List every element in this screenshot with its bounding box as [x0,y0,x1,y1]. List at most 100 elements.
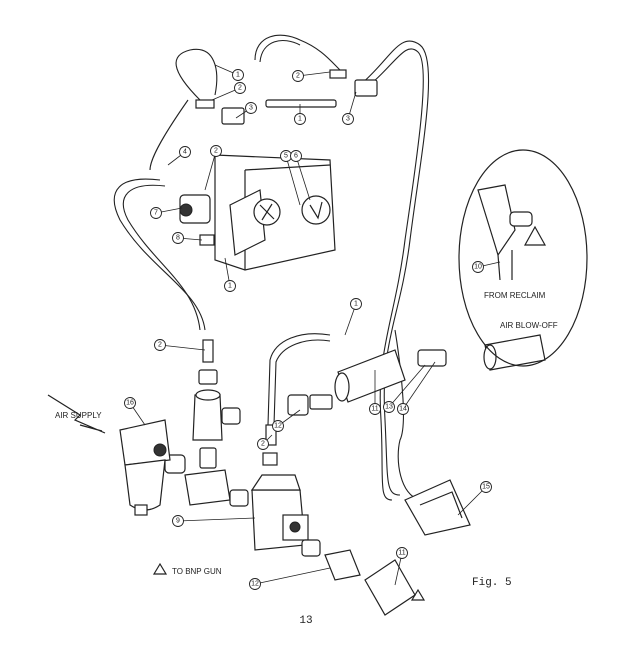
callout-circle [245,102,257,114]
callout-circle [232,69,244,81]
callout-number: 3 [249,105,253,112]
callout-circle [210,145,222,157]
callout-number: 14 [399,406,407,413]
from-reclaim-label: FROM RECLAIM [484,291,546,300]
callout-8: 8 [172,232,203,244]
figure-caption: Fig. 5 [472,577,512,589]
leader-line [402,361,436,410]
callout-number: 8 [176,235,180,242]
callout-circle [290,150,302,162]
callout-circle [257,438,269,450]
callout-circle [234,82,246,94]
callout-number: 11 [398,550,405,557]
callout-1: 1 [294,104,306,125]
callout-number: 1 [236,72,240,79]
callout-circle [224,280,236,292]
air-supply-label: AIR SUPPLY [55,411,102,420]
callout-13: 13 [383,364,426,413]
callout-number: 7 [154,210,158,217]
callout-circle [150,207,162,219]
callout-number: 1 [228,283,232,290]
callout-circle [342,113,354,125]
callout-number: 3 [346,116,350,123]
manifold-block [179,69,378,271]
callout-number: 11 [371,406,378,413]
callout-7: 7 [150,207,183,219]
leader-line [295,155,311,201]
callout-circle [369,403,381,415]
callout-circle [480,481,492,493]
callout-circle [383,401,395,413]
callout-circle [154,339,166,351]
callout-circle [272,420,284,432]
callout-circle [292,70,304,82]
air-blow-off-label: AIR BLOW-OFF [500,321,558,330]
callout-number: 13 [385,404,393,411]
callout-number: 2 [238,85,242,92]
callout-number: 4 [183,149,187,156]
lower-assembly [119,334,546,616]
callout-number: 9 [176,518,180,525]
callout-number: 12 [251,581,259,588]
callout-circle [397,403,409,415]
leader-line [254,567,331,585]
callout-16: 16 [124,397,146,426]
leader-line [159,344,206,351]
callout-4: 4 [167,146,191,166]
callout-number: 1 [298,116,302,123]
callout-6: 6 [290,150,311,201]
callout-number: 12 [274,423,282,430]
callout-3: 3 [235,102,257,119]
callout-circle [294,113,306,125]
callout-14: 14 [397,361,436,415]
callout-3: 3 [342,91,357,125]
callout-number: 15 [482,484,490,491]
callout-12: 12 [272,409,301,432]
callout-11: 11 [369,370,381,415]
foot-pedal-15 [404,479,471,536]
reclaim-inset: FROM RECLAIM [458,149,588,367]
hoses [113,34,430,501]
callout-circle [124,397,136,409]
callout-number: 2 [296,73,300,80]
page-number: 13 [299,615,312,627]
callout-15: 15 [457,481,492,516]
pressure-gauge [301,195,331,225]
callout-circle [396,547,408,559]
callout-10: 10 [472,261,501,273]
callout-2: 2 [292,70,331,82]
leader-line [388,364,426,408]
callout-number: 5 [284,153,288,160]
legend-label: TO BNP GUN [172,567,222,576]
callout-number: 2 [214,148,218,155]
callout-circle [172,515,184,527]
callout-2: 2 [257,434,273,450]
callout-number: 10 [474,264,482,271]
callout-circle [472,261,484,273]
callout-number: 2 [261,441,265,448]
leader-line [457,486,487,516]
callout-1: 1 [214,64,244,81]
callout-11: 11 [394,547,408,586]
leader-line [177,517,256,522]
callout-circle [350,298,362,310]
callout-circle [179,146,191,158]
triangle-icon [152,562,168,575]
callout-circle [172,232,184,244]
callout-circle [249,578,261,590]
callout-9: 9 [172,515,256,527]
leader-line [204,150,217,191]
callout-2: 2 [204,145,222,191]
leader-line [285,155,301,206]
filter-16 [119,419,171,466]
callout-1: 1 [224,257,236,292]
callout-number: 16 [126,400,134,407]
callout-12: 12 [249,567,331,590]
callout-number: 1 [354,301,358,308]
air-supply-arrow [47,394,106,434]
callout-1: 1 [344,298,362,336]
callout-2: 2 [211,82,246,101]
callout-number: 6 [294,153,298,160]
